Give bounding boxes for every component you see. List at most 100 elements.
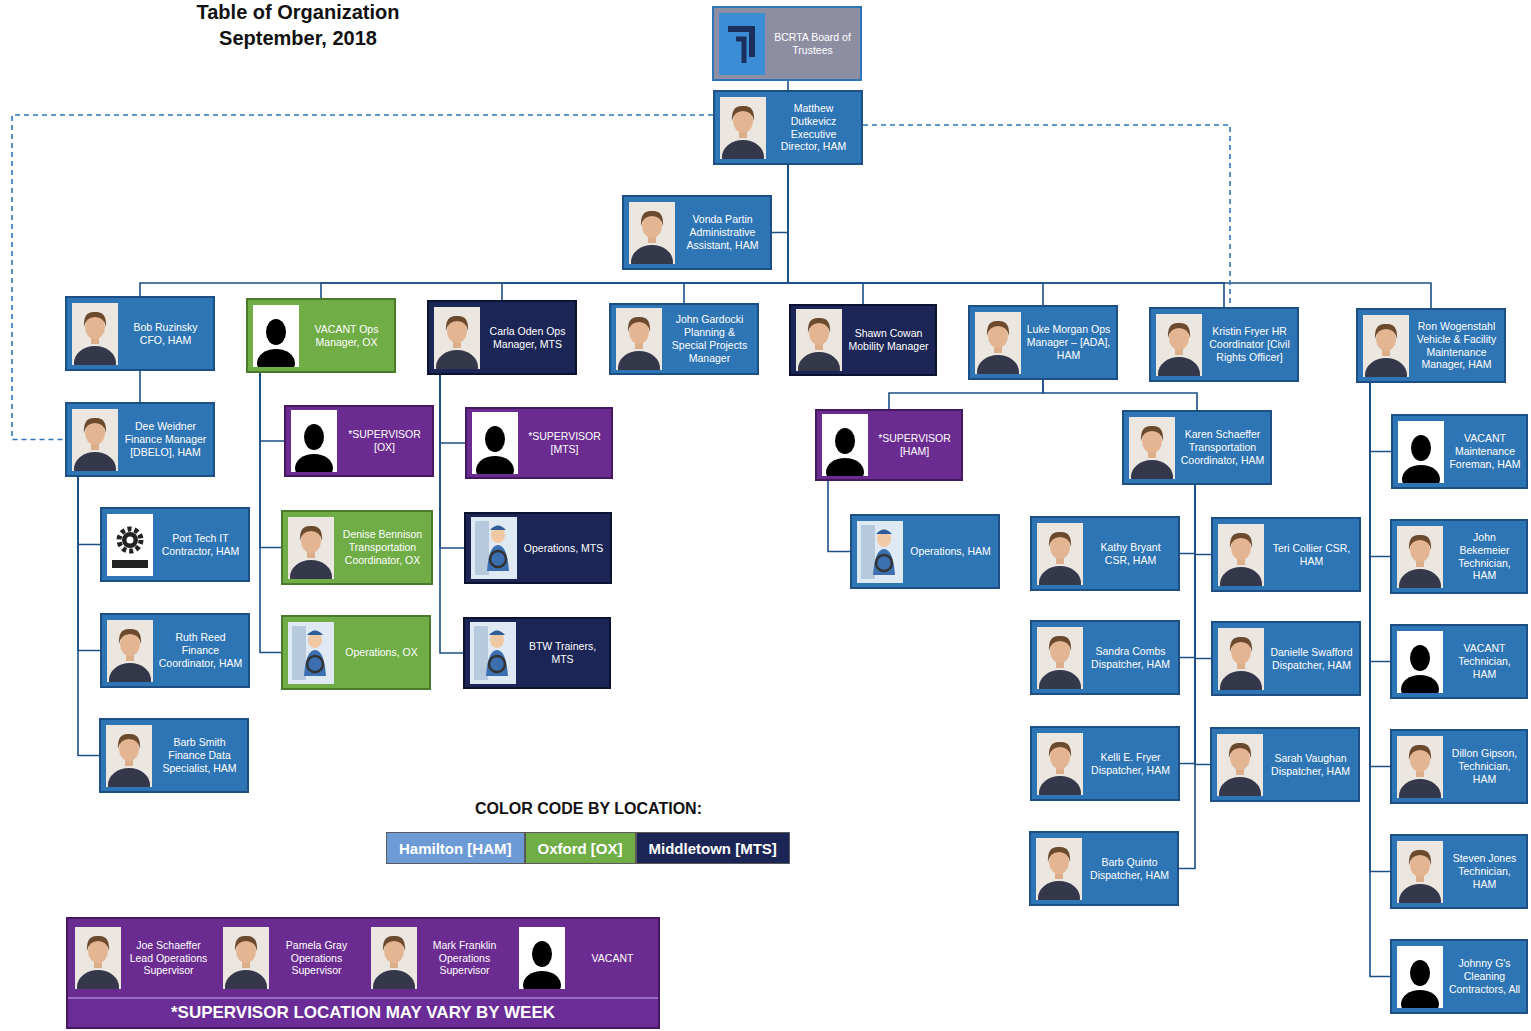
box-label: VACANT Technician, HAM bbox=[1447, 642, 1522, 680]
vacant-icon bbox=[1398, 421, 1444, 483]
person-icon bbox=[1037, 627, 1083, 689]
reporting-line bbox=[140, 165, 788, 296]
reporting-line bbox=[787, 81, 789, 90]
box-label: *SUPERVISOR [OX] bbox=[341, 428, 428, 454]
person-icon bbox=[1036, 838, 1082, 900]
box-label: Barb Smith Finance Data Specialist, HAM bbox=[156, 736, 243, 774]
person-icon bbox=[1363, 315, 1409, 377]
gear-icon bbox=[107, 514, 153, 576]
org-box: John Gardocki Planning & Special Project… bbox=[609, 303, 759, 375]
box-label: Mark Franklin Operations Supervisor bbox=[421, 939, 508, 977]
legend-text: Middletown [MTS] bbox=[649, 840, 777, 857]
box-label: Ruth Reed Finance Coordinator, HAM bbox=[157, 631, 244, 669]
box-label: Denise Bennison Transportation Coordinat… bbox=[338, 528, 427, 566]
legend-heading: COLOR CODE BY LOCATION: bbox=[386, 800, 791, 818]
reporting-line bbox=[788, 165, 1224, 307]
org-box: Johnny G's Cleaning Contractors, All bbox=[1390, 939, 1528, 1014]
reporting-line bbox=[1195, 485, 1211, 555]
org-box: Mark Franklin Operations Supervisor bbox=[366, 921, 512, 995]
vacant-icon bbox=[1397, 631, 1443, 693]
reporting-line bbox=[1179, 485, 1195, 869]
org-box: Sandra Combs Dispatcher, HAM bbox=[1030, 620, 1180, 695]
box-label: Sarah Vaughan Dispatcher, HAM bbox=[1267, 752, 1354, 778]
reporting-line bbox=[1180, 485, 1195, 554]
chart-title: Table of Organization September, 2018 bbox=[178, 0, 418, 51]
org-box: Barb Smith Finance Data Specialist, HAM bbox=[99, 718, 249, 793]
box-label: John Bekemeier Technician, HAM bbox=[1447, 531, 1522, 582]
person-icon bbox=[1397, 526, 1443, 588]
reporting-line bbox=[788, 165, 1043, 305]
person-icon bbox=[288, 517, 334, 579]
reporting-line bbox=[139, 371, 141, 402]
box-label: VACANT Maintenance Foreman, HAM bbox=[1448, 432, 1522, 470]
box-label: Operations, OX bbox=[338, 646, 425, 659]
box-label: Kristin Fryer HR Coordinator [Civil Righ… bbox=[1206, 325, 1293, 363]
org-box: Ruth Reed Finance Coordinator, HAM bbox=[100, 613, 250, 688]
box-label: Shawn Cowan Mobility Manager bbox=[846, 327, 931, 353]
person-icon bbox=[1397, 736, 1443, 798]
reporting-line bbox=[772, 165, 788, 233]
person-icon bbox=[1218, 628, 1264, 690]
person-icon bbox=[371, 927, 417, 989]
person-icon bbox=[223, 927, 269, 989]
box-label: VACANT bbox=[569, 952, 656, 965]
reporting-line bbox=[1370, 383, 1390, 557]
reporting-line bbox=[1370, 383, 1391, 452]
person-icon bbox=[72, 409, 118, 471]
box-label: Danielle Swafford Dispatcher, HAM bbox=[1268, 646, 1355, 672]
driver-icon bbox=[288, 622, 334, 684]
person-icon bbox=[1037, 523, 1083, 585]
org-box: Kristin Fryer HR Coordinator [Civil Righ… bbox=[1149, 307, 1299, 382]
reporting-line bbox=[321, 165, 788, 298]
reporting-line bbox=[1370, 383, 1390, 767]
dotted-line bbox=[12, 115, 713, 440]
org-box: Kathy Bryant CSR, HAM bbox=[1030, 516, 1180, 591]
legend-swatch: Oxford [OX] bbox=[525, 832, 636, 864]
legend-swatch: Middletown [MTS] bbox=[636, 832, 790, 864]
vacant-icon bbox=[253, 305, 299, 367]
box-label: Luke Morgan Ops Manager – [ADA], HAM bbox=[1025, 323, 1112, 361]
org-box: Danielle Swafford Dispatcher, HAM bbox=[1211, 621, 1361, 696]
org-box: Joe Schaeffer Lead Operations Supervisor bbox=[70, 921, 216, 995]
box-label: Karen Schaeffer Transportation Coordinat… bbox=[1179, 428, 1266, 466]
vacant-icon bbox=[472, 412, 518, 474]
box-label: Joe Schaeffer Lead Operations Supervisor bbox=[125, 939, 212, 977]
box-label: *SUPERVISOR [MTS] bbox=[522, 430, 607, 456]
legend-swatch: Hamilton [HAM] bbox=[386, 832, 525, 864]
legend-text: Oxford [OX] bbox=[538, 840, 623, 857]
org-box: Shawn Cowan Mobility Manager bbox=[789, 304, 937, 376]
org-box: *SUPERVISOR [OX] bbox=[284, 405, 434, 477]
band-note: *SUPERVISOR LOCATION MAY VARY BY WEEK bbox=[171, 1003, 555, 1024]
box-label: Ron Wogenstahl Vehicle & Facility Mainte… bbox=[1413, 320, 1500, 371]
driver-icon bbox=[471, 517, 517, 579]
person-icon bbox=[1129, 417, 1175, 479]
org-box: Steven Jones Technician, HAM bbox=[1390, 834, 1528, 909]
box-label: BTW Trainers, MTS bbox=[520, 640, 605, 666]
box-label: Vonda Partin Administrative Assistant, H… bbox=[679, 213, 766, 251]
org-box: Operations, MTS bbox=[464, 512, 612, 584]
reporting-line bbox=[260, 373, 281, 548]
org-box: Port Tech IT Contractor, HAM bbox=[100, 507, 250, 582]
reporting-line bbox=[78, 477, 100, 545]
org-box: Kelli E. Fryer Dispatcher, HAM bbox=[1030, 726, 1180, 801]
box-label: Barb Quinto Dispatcher, HAM bbox=[1086, 856, 1173, 882]
reporting-line bbox=[440, 375, 463, 653]
org-box: John Bekemeier Technician, HAM bbox=[1390, 519, 1528, 594]
person-icon bbox=[106, 725, 152, 787]
legend-band: *SUPERVISOR LOCATION MAY VARY BY WEEK Joe… bbox=[66, 917, 660, 1029]
person-icon bbox=[72, 303, 118, 365]
box-label: *SUPERVISOR [HAM] bbox=[872, 432, 957, 458]
box-label: Bob Ruzinsky CFO, HAM bbox=[122, 321, 209, 347]
person-icon bbox=[75, 927, 121, 989]
vacant-icon bbox=[822, 414, 868, 476]
reporting-line bbox=[440, 375, 465, 443]
box-label: Operations, HAM bbox=[907, 545, 994, 558]
reporting-line bbox=[260, 373, 284, 441]
org-box: Teri Collier CSR, HAM bbox=[1211, 517, 1361, 592]
org-box: Ron Wogenstahl Vehicle & Facility Mainte… bbox=[1356, 308, 1506, 383]
person-icon bbox=[975, 312, 1021, 374]
org-box: Sarah Vaughan Dispatcher, HAM bbox=[1210, 727, 1360, 802]
vacant-icon bbox=[291, 410, 337, 472]
person-icon bbox=[1397, 841, 1443, 903]
box-label: Teri Collier CSR, HAM bbox=[1268, 542, 1355, 568]
